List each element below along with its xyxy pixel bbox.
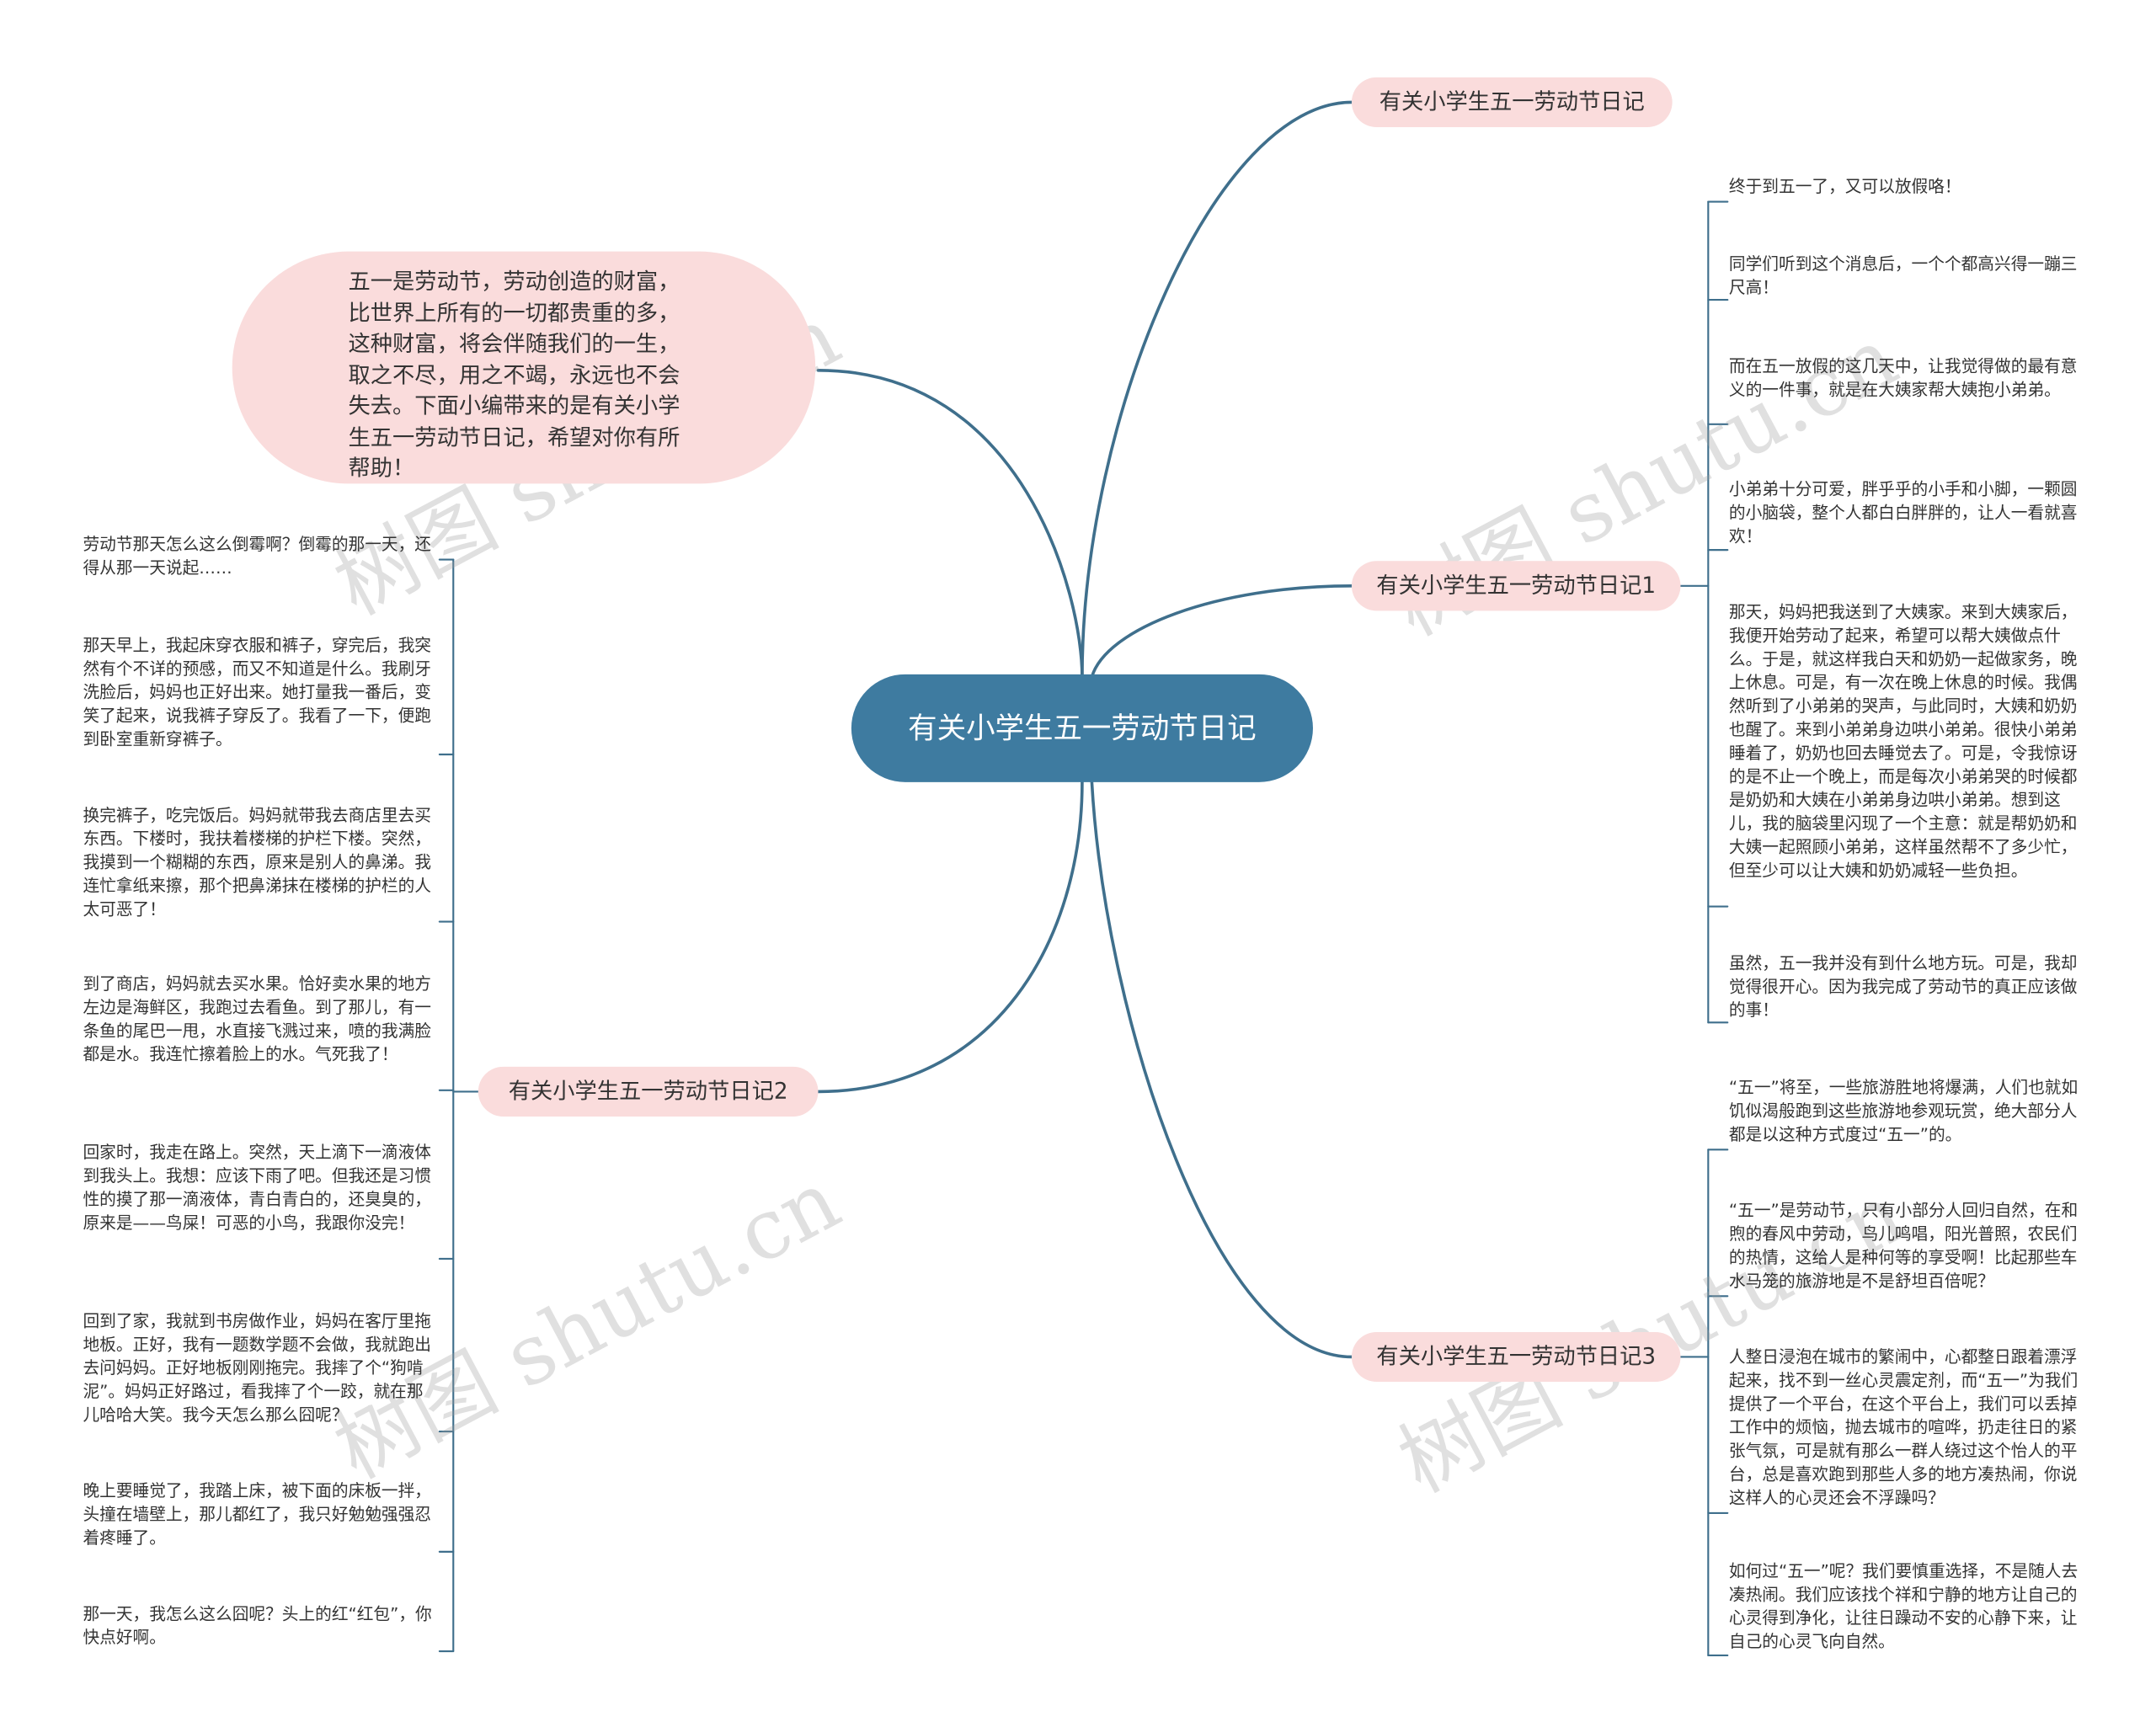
branch-label: 有关小学生五一劳动节日记1 (1376, 572, 1657, 599)
leaf-text: 那一天，我怎么这么囧呢？头上的红“红包”，你快点好啊。 (83, 1604, 432, 1648)
leaf-text: 终于到五一了，又可以放假咯！ (1728, 177, 1961, 197)
leaf-text: 换完裤子，吃完饭后。妈妈就带我去商店里去买东西。下楼时，我扶着楼梯的护栏下楼。突… (83, 805, 432, 919)
link-center-branch-0 (1081, 100, 1353, 679)
leaf-text: 如何过“五一”呢？我们要慎重选择，不是随人去凑热闹。我们应该找个祥和宁静的地方让… (1728, 1561, 2079, 1652)
leaf-text: 那天早上，我起床穿衣服和裤子，穿完后，我突然有个不详的预感，而又不知道是什么。我… (83, 635, 432, 749)
branch-node-0[interactable]: 有关小学生五一劳动节日记 (1351, 77, 1673, 127)
link-center-intro (816, 368, 1084, 679)
leaf-text: 小弟弟十分可爱，胖乎乎的小手和小脚，一颗圆的小脑袋，整个人都白白胖胖的，让人一看… (1728, 479, 2078, 546)
intro-text: 五一是劳动节，劳动创造的财富，比世界上所有的一切都贵重的多，这种财富，将会伴随我… (348, 268, 680, 482)
branch-label: 有关小学生五一劳动节日记 (1379, 88, 1645, 115)
leaf-text: 那天，妈妈把我送到了大姨家。来到大姨家后，我便开始劳动了起来，希望可以帮大姨做点… (1728, 602, 2078, 881)
leaf-text: 晚上要睡觉了，我踏上床，被下面的床板一拌，头撞在墙壁上，那儿都红了，我只好勉勉强… (83, 1481, 432, 1548)
leaf-text: 人整日浸泡在城市的繁闹中，心都整日跟着漂浮起来，找不到一丝心灵震定剂，而“五一”… (1728, 1347, 2079, 1508)
branch-label: 有关小学生五一劳动节日记3 (1376, 1343, 1657, 1370)
central-topic-label: 有关小学生五一劳动节日记 (908, 711, 1257, 744)
leaf-text: 而在五一放假的这几天中，让我觉得做的最有意义的一件事，就是在大姨家帮大姨抱小弟弟… (1728, 356, 2078, 400)
leaf-text: 回家时，我走在路上。突然，天上滴下一滴液体到我头上。我想：应该下雨了吧。但我还是… (83, 1143, 432, 1233)
leaf-text: 虽然，五一我并没有到什么地方玩。可是，我却觉得很开心。因为我完成了劳动节的真正应… (1728, 953, 2078, 1021)
intro-node[interactable]: 五一是劳动节，劳动创造的财富，比世界上所有的一切都贵重的多，这种财富，将会伴随我… (232, 251, 816, 484)
branch-node-1[interactable]: 有关小学生五一劳动节日记1 (1351, 561, 1681, 611)
central-topic[interactable]: 有关小学生五一劳动节日记 (851, 674, 1313, 782)
branch-label: 有关小学生五一劳动节日记2 (508, 1078, 788, 1105)
leaf-text: 同学们听到这个消息后，一个个都高兴得一蹦三尺高！ (1728, 253, 2078, 297)
link-center-branch-3 (1090, 781, 1353, 1359)
branch-node-3[interactable]: 有关小学生五一劳动节日记3 (1351, 1331, 1681, 1383)
leaf-text: 回到了家，我就到书房做作业，妈妈在客厅里拖地板。正好，我有一题数学题不会做，我就… (83, 1311, 432, 1425)
leaf-text: 到了商店，妈妈就去买水果。恰好卖水果的地方左边是海鲜区，我跑过去看鱼。到了那儿，… (83, 973, 432, 1064)
link-center-branch-1 (1090, 584, 1353, 679)
leaf-text: 劳动节那天怎么这么倒霉啊？倒霉的那一天，还得从那一天说起…… (83, 535, 432, 578)
leaf-text: “五一”是劳动节，只有小部分人回归自然，在和煦的春风中劳动，鸟儿鸣唱，阳光普照，… (1728, 1201, 2079, 1291)
link-center-branch-2 (816, 781, 1084, 1094)
branch-node-2[interactable]: 有关小学生五一劳动节日记2 (478, 1066, 819, 1117)
leaf-text: “五一”将至，一些旅游胜地将爆满，人们也就如饥似渴般跑到这些旅游地参观玩赏，绝大… (1728, 1078, 2079, 1144)
